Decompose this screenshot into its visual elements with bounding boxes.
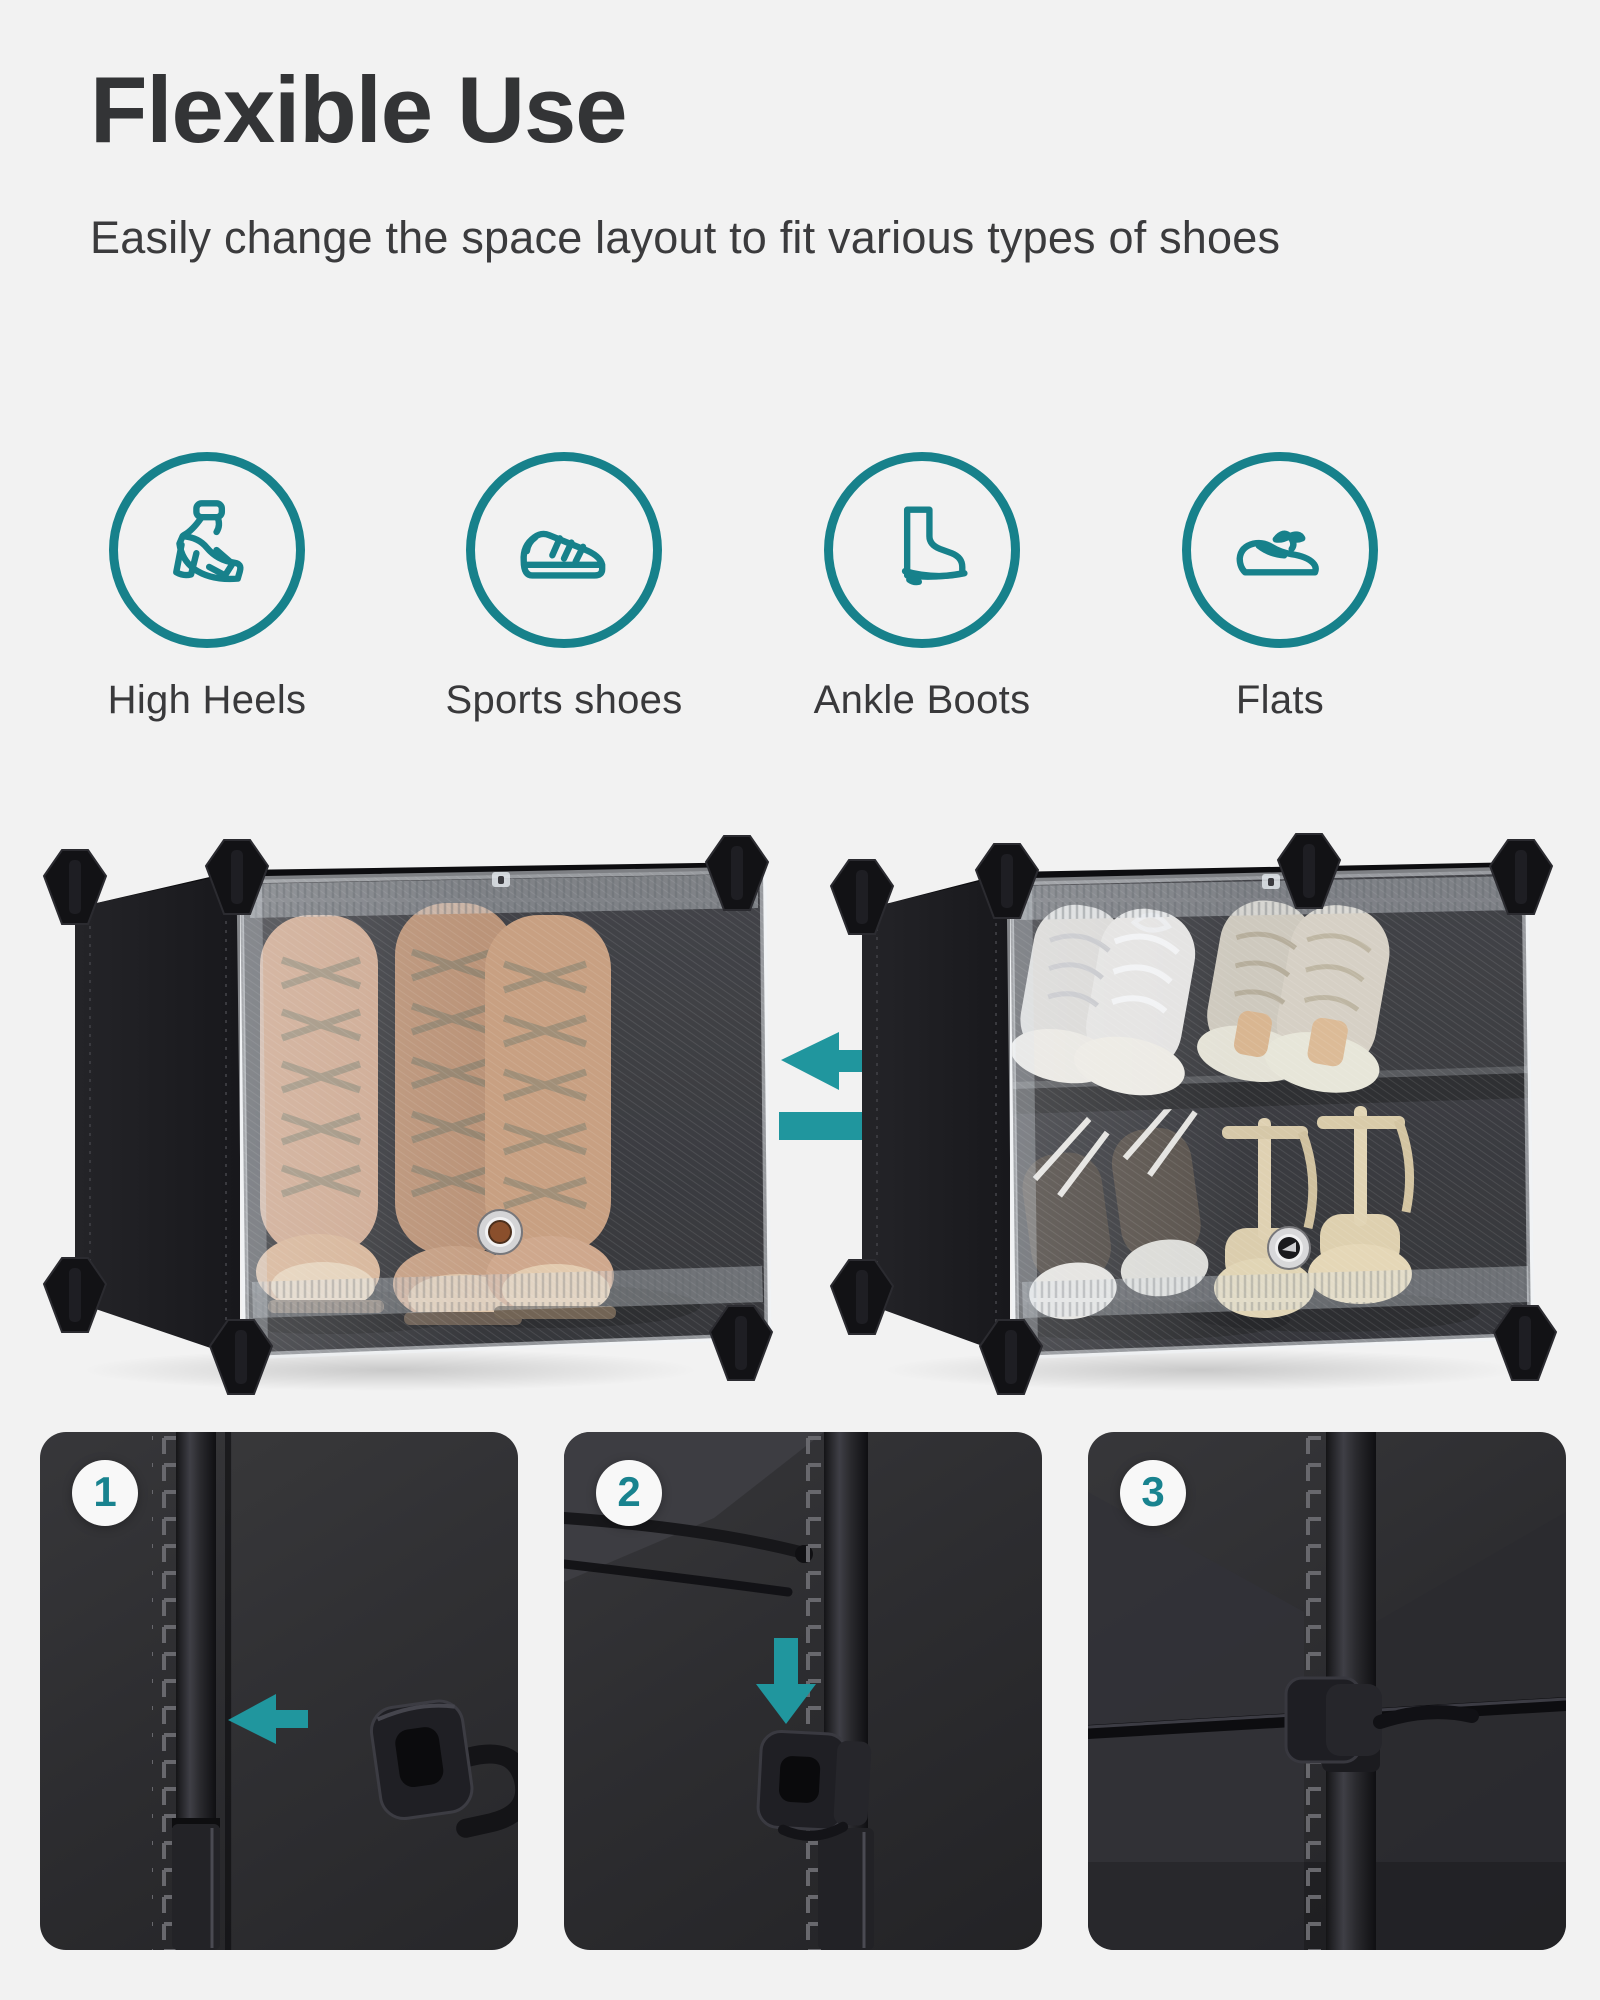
- door-grommet: [477, 1209, 523, 1255]
- right-cube-photo: [830, 833, 1557, 1395]
- vertical-pole: [172, 1432, 220, 1950]
- step-1-illustration: [152, 1432, 518, 1950]
- step-photo-1: 1: [40, 1432, 518, 1950]
- shelf-hook: [1284, 1676, 1479, 1764]
- step-badge-1: 1: [72, 1460, 138, 1526]
- shoe-type-high-heels: High Heels: [47, 452, 367, 723]
- step-3-illustration: [1088, 1432, 1566, 1950]
- shoe-type-label: High Heels: [107, 678, 307, 722]
- step-badge-3: 3: [1120, 1460, 1186, 1526]
- page-title: Flexible Use: [90, 57, 628, 162]
- shoe-type-label: Sports shoes: [445, 678, 683, 722]
- clear-door: [236, 866, 772, 1360]
- sports-shoe-icon: [466, 452, 662, 648]
- right-cube-shadow: [870, 1348, 1530, 1392]
- shelf-hook: [369, 1699, 518, 1838]
- flat-shoe-icon: [1182, 452, 1378, 648]
- shelf-wire: [564, 1512, 806, 1558]
- arrow-left-icon: [228, 1694, 308, 1744]
- step-number: 2: [617, 1468, 641, 1515]
- cube-side-panel: [862, 874, 1010, 1356]
- cube-side-panel: [75, 872, 240, 1358]
- shoe-type-sports-shoes: Sports shoes: [404, 452, 724, 723]
- shoe-type-label: Ankle Boots: [813, 678, 1031, 722]
- shoe-type-label: Flats: [1235, 678, 1325, 722]
- high-heel-icon: [109, 452, 305, 648]
- step-number: 3: [1141, 1468, 1165, 1515]
- step-number: 1: [93, 1468, 117, 1515]
- shoe-type-flats: Flats: [1120, 452, 1440, 723]
- clear-door: [1006, 866, 1535, 1360]
- arrow-left-icon: [781, 1032, 941, 1090]
- door-grommet: [1267, 1226, 1311, 1270]
- vertical-pole: [818, 1432, 874, 1950]
- page-subtitle: Easily change the space layout to fit va…: [90, 212, 1281, 263]
- shoe-type-ankle-boots: Ankle Boots: [762, 452, 1082, 723]
- step-badge-2: 2: [596, 1460, 662, 1526]
- shelf-hook: [756, 1729, 872, 1841]
- arrow-down-icon: [756, 1638, 816, 1724]
- left-cube-photo: [43, 835, 773, 1395]
- step-photo-3: 3: [1088, 1432, 1566, 1950]
- ankle-boot-icon: [824, 452, 1020, 648]
- shelf-plane-right: [1376, 1512, 1566, 1950]
- left-cube-shadow: [70, 1348, 710, 1392]
- step-photo-2: 2: [564, 1432, 1042, 1950]
